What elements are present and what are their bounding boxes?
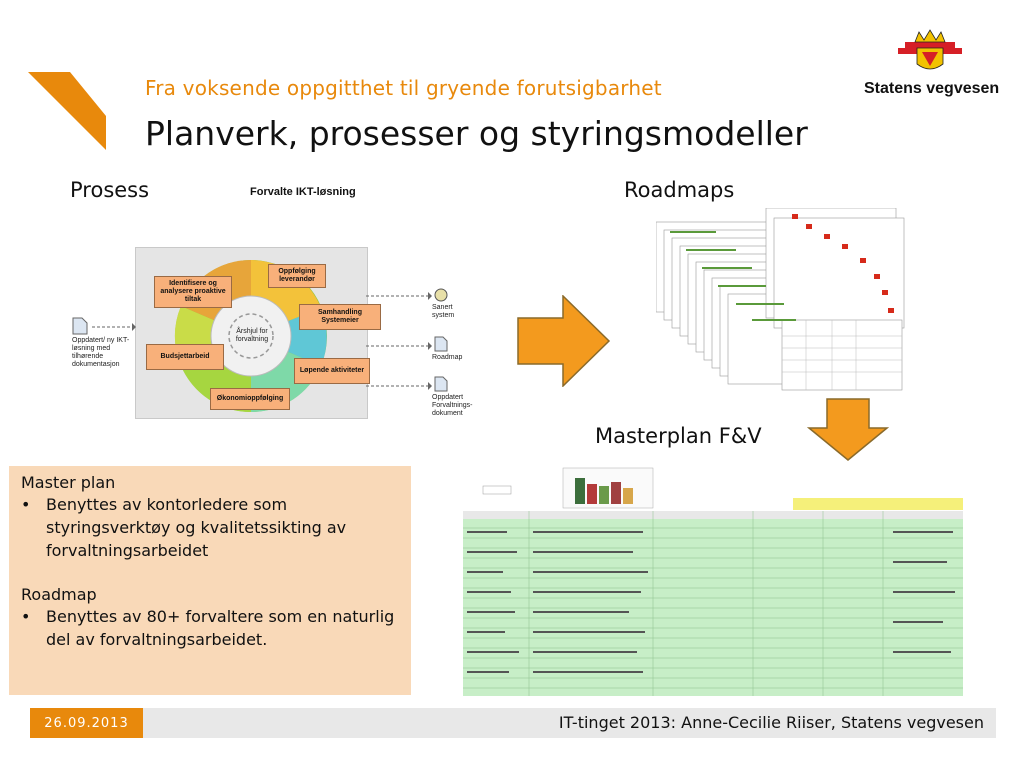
process-wheel-frame: Identifisere og analysere proaktive tilt… xyxy=(135,247,381,419)
output-system-label: Sanert system xyxy=(432,304,455,319)
masterplan-spreadsheet xyxy=(463,466,963,696)
roadmap-bullet: • Benyttes av 80+ forvaltere som en natur… xyxy=(21,605,399,651)
corner-decoration xyxy=(28,72,106,150)
forvaltning-document-icon xyxy=(434,376,448,392)
spreadsheet-graphic xyxy=(463,466,963,696)
input-document-icon xyxy=(72,317,88,335)
output-arrows xyxy=(366,292,432,390)
roadmap-sheets xyxy=(656,208,905,391)
prosess-label: Prosess xyxy=(70,178,150,202)
followup-box: Oppfølging leverandør xyxy=(268,264,326,288)
masterplan-heading: Master plan xyxy=(21,473,116,492)
wheel-center-label: Årshjul for forvaltning xyxy=(235,328,269,343)
system-circle-icon xyxy=(434,288,448,302)
description-textbox: Master plan • Benyttes av kontorledere so… xyxy=(9,466,411,695)
masterplan-bullet-text: Benyttes av kontorledere som styringsver… xyxy=(46,495,347,560)
roadmaps-label: Roadmaps xyxy=(624,178,735,202)
ongoing-box: Løpende aktiviteter xyxy=(294,358,370,384)
identify-box: Identifisere og analysere proaktive tilt… xyxy=(154,276,232,308)
output-roadmap-label: Roadmap xyxy=(432,354,463,361)
slide-subtitle: Fra voksende oppgitthet til gryende foru… xyxy=(145,76,662,100)
input-document-label: Oppdatert/ ny IKT-løsning med tilhørende… xyxy=(72,337,130,368)
roadmap-document-icon xyxy=(434,336,448,352)
budget-box: Budsjettarbeid xyxy=(146,344,224,370)
bullet-marker: • xyxy=(21,495,31,514)
logo-text: Statens vegvesen xyxy=(864,80,1000,97)
economy-box: Økonomioppfølging xyxy=(210,388,290,410)
input-arrow xyxy=(92,323,136,331)
right-arrow-icon xyxy=(517,295,611,387)
down-arrow-icon xyxy=(807,398,889,461)
roadmap-heading: Roadmap xyxy=(21,585,97,604)
collab-box: Samhandling Systemeier xyxy=(299,304,381,330)
bullet-marker: • xyxy=(21,607,31,626)
roadmap-bullet-text: Benyttes av 80+ forvaltere som en naturl… xyxy=(46,607,395,649)
masterplan-bullet: • Benyttes av kontorledere som styringsve… xyxy=(21,493,399,562)
crown-shield-logo xyxy=(898,29,962,70)
footer-text: IT-tinget 2013: Anne-Cecilie Riiser, Sta… xyxy=(558,713,984,732)
masterplan-label: Masterplan F&V xyxy=(595,424,762,448)
footer-bar xyxy=(30,708,996,738)
footer-date: 26.09.2013 xyxy=(30,708,143,738)
process-diagram-title: Forvalte IKT-løsning xyxy=(250,186,356,198)
slide-title: Planverk, prosesser og styringsmodeller xyxy=(145,114,808,153)
output-docs-label: Oppdatert Forvaltnings-dokument xyxy=(432,394,473,417)
